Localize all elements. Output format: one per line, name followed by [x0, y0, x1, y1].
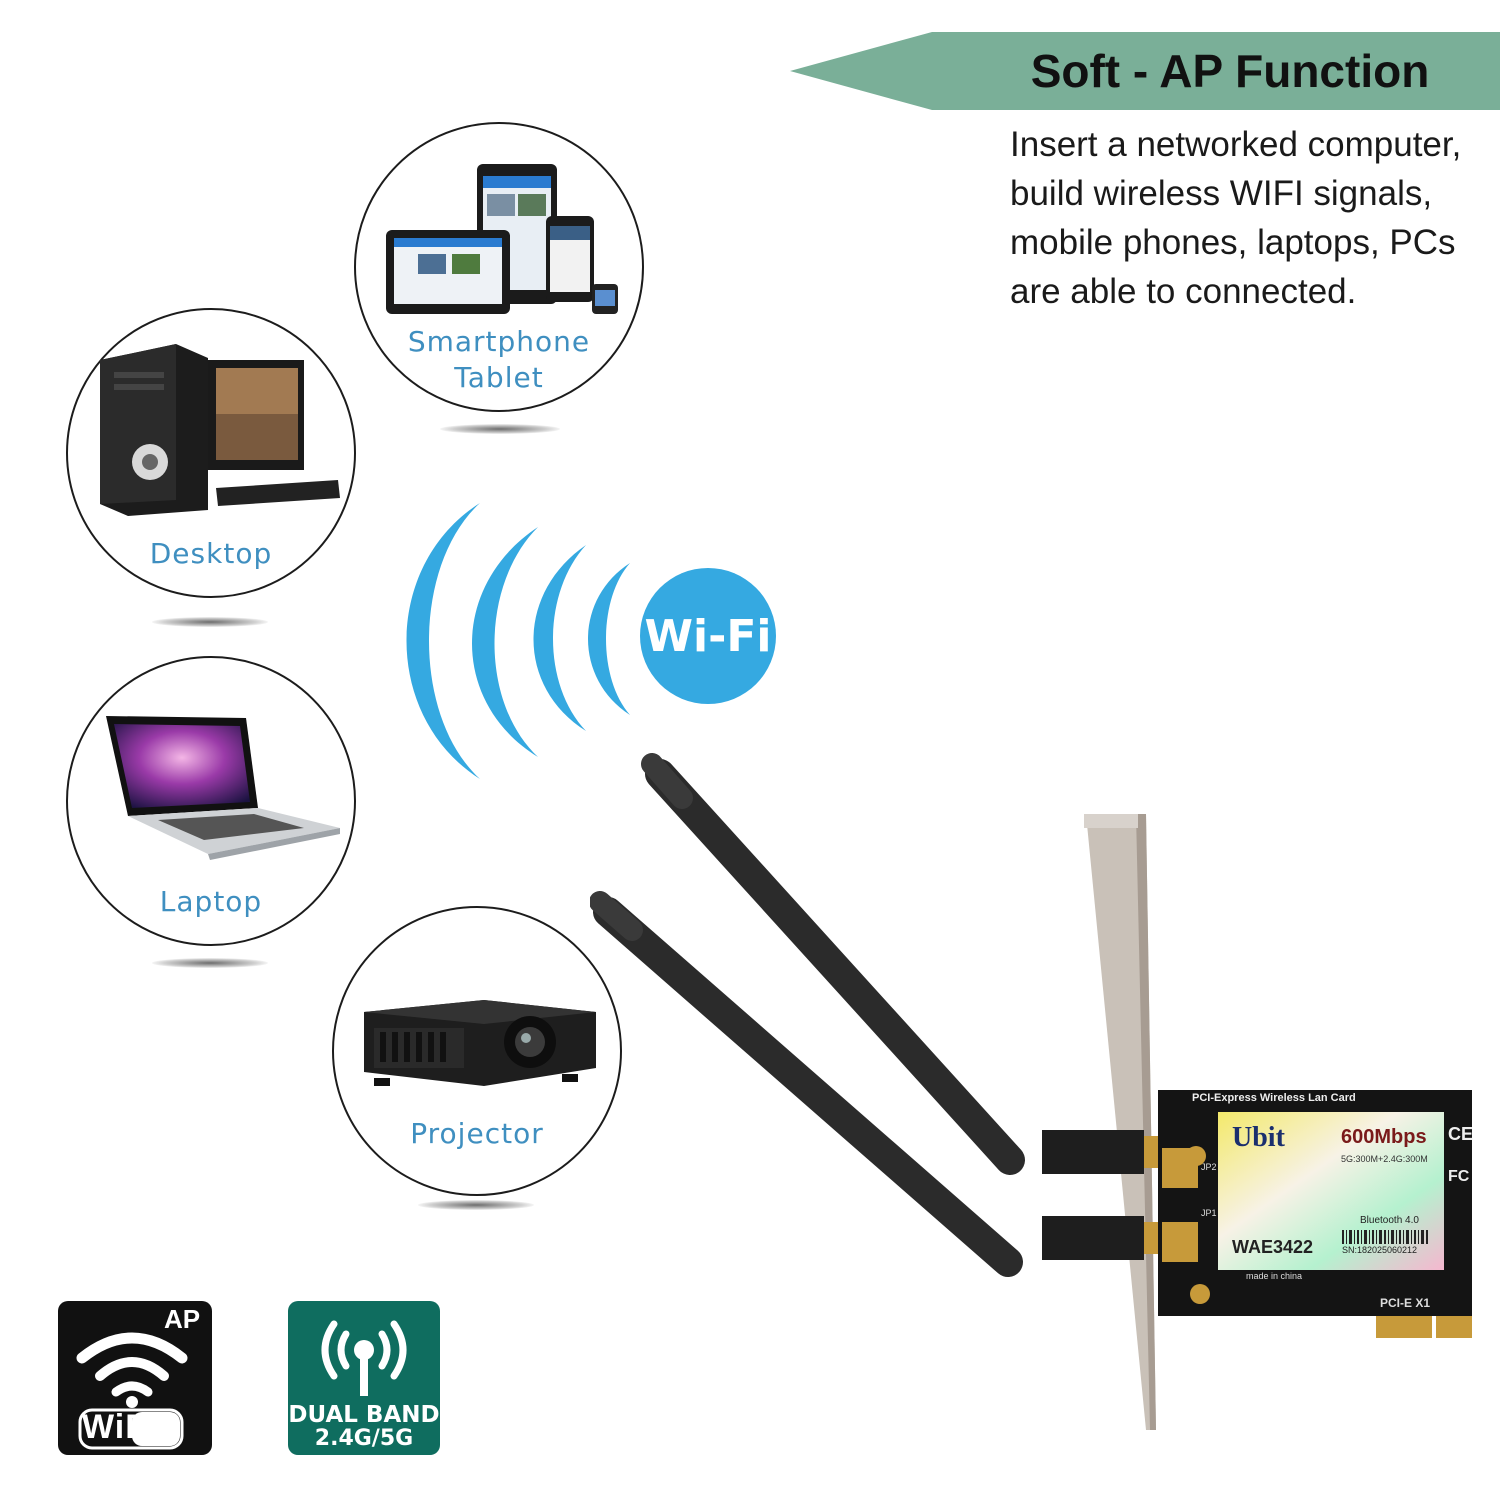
- page-title: Soft - AP Function: [1030, 45, 1430, 97]
- desktop-illustration: [100, 344, 340, 516]
- device-shadow: [418, 1200, 534, 1210]
- card-header-text: PCI-Express Wireless Lan Card: [1192, 1092, 1356, 1104]
- device-shadow: [440, 424, 560, 434]
- device-circle-desktop: Desktop: [66, 308, 356, 598]
- ap-badge-label: AP: [164, 1304, 201, 1334]
- device-shadow: [152, 617, 268, 627]
- signal-arc: [406, 503, 480, 779]
- signal-arc: [472, 527, 538, 757]
- description-line: mobile phones, laptops, PCs: [1010, 223, 1456, 262]
- card-model: WAE3422: [1232, 1237, 1314, 1257]
- device-label: Laptop: [159, 885, 263, 918]
- card-bluetooth: Bluetooth 4.0: [1360, 1215, 1419, 1226]
- wifi-signal-arcs: [406, 503, 630, 779]
- device-circle-laptop: Laptop: [66, 656, 356, 946]
- description: Insert a networked computer, build wirel…: [1010, 120, 1490, 316]
- device-label-line: Tablet: [454, 361, 544, 394]
- barcode-icon: [1342, 1230, 1428, 1244]
- tablet-phone-illustration: [386, 164, 618, 314]
- device-label: Smartphone Tablet: [356, 324, 642, 396]
- card-brand: Ubit: [1232, 1122, 1285, 1153]
- device-label: Desktop: [149, 537, 273, 570]
- wifi-label-bubble: Wi-Fi: [640, 568, 776, 704]
- wifi-logo-text: WiFi: [82, 1408, 158, 1446]
- header-banner: [790, 32, 1500, 110]
- card-made-in: made in china: [1246, 1271, 1303, 1281]
- projector-illustration: [364, 1000, 596, 1086]
- description-line: build wireless WIFI signals,: [1010, 174, 1433, 213]
- device-label-line: Smartphone: [407, 325, 591, 358]
- card-serial: SN:182025060212: [1342, 1245, 1418, 1255]
- description-line: are able to connected.: [1010, 272, 1357, 311]
- device-shadow: [152, 958, 268, 968]
- device-label: Projector: [410, 1117, 544, 1150]
- device-circle-projector: Projector: [332, 906, 622, 1196]
- signal-arc: [588, 563, 630, 715]
- card-jp2: JP2: [1201, 1162, 1217, 1172]
- cert-fc-mark: FC: [1448, 1168, 1470, 1185]
- card-speed: 600Mbps: [1341, 1126, 1427, 1148]
- card-interface: PCI-E X1: [1380, 1296, 1431, 1310]
- frequency-label: 2.4G/5G: [314, 1426, 414, 1451]
- dual-band-label: DUAL BAND: [288, 1402, 440, 1428]
- pcie-wifi-card-illustration: [590, 753, 1472, 1430]
- description-line: Insert a networked computer,: [1010, 125, 1462, 164]
- cert-ce-mark: CE: [1448, 1124, 1474, 1144]
- antenna-signal-icon: [321, 1320, 407, 1396]
- card-band-spec: 5G:300M+2.4G:300M: [1341, 1154, 1428, 1164]
- signal-arc: [533, 545, 586, 731]
- device-circle-smartphone-tablet: Smartphone Tablet: [354, 122, 644, 412]
- wifi-logo-frame-icon: [78, 1408, 184, 1450]
- card-jp1: JP1: [1201, 1208, 1217, 1218]
- wifi-signal-icon: [76, 1332, 188, 1408]
- laptop-illustration: [106, 716, 340, 860]
